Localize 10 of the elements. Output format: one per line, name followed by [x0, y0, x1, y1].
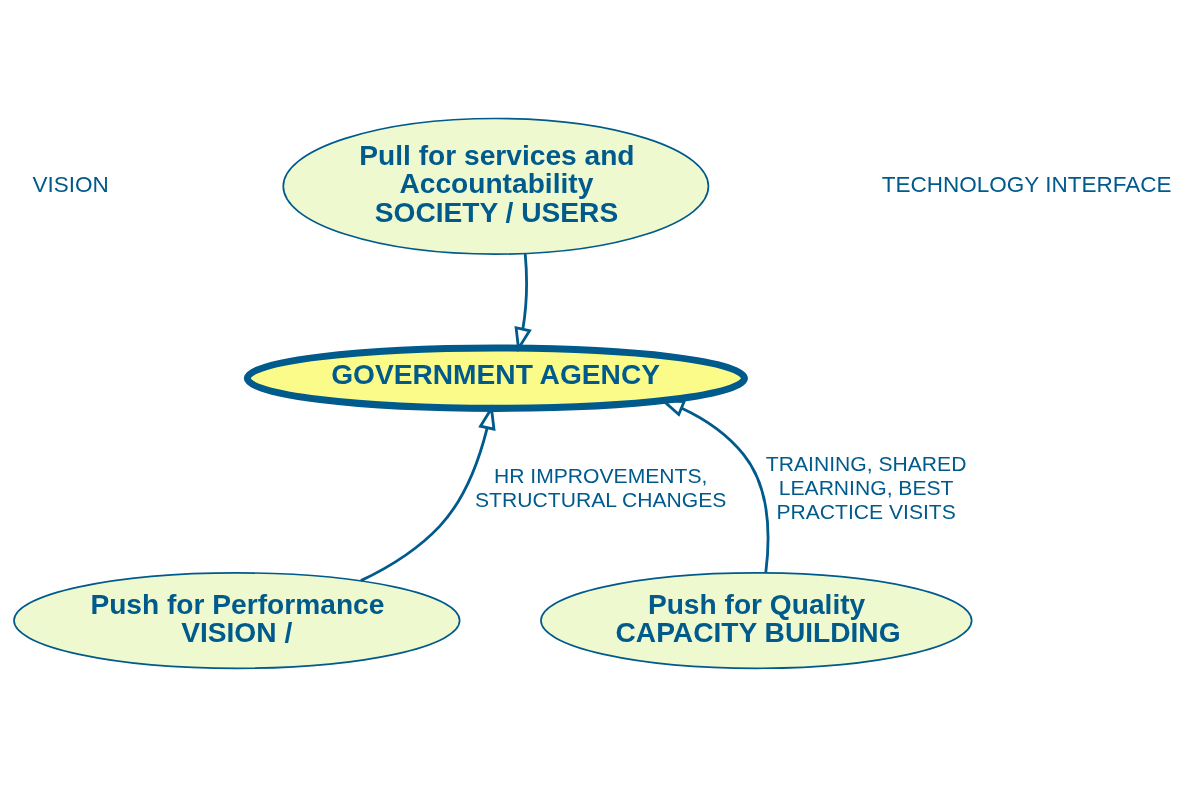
arrow [514, 253, 532, 353]
label: TECHNOLOGY INTERFACE [881, 171, 1172, 197]
edge-label: HR IMPROVEMENTS, STRUCTURAL CHANGES [475, 464, 727, 512]
node-ellipse: Push for Performance VISION / [13, 572, 461, 670]
arrow [360, 404, 496, 582]
node-ellipse: GOVERNMENT AGENCY [243, 344, 748, 412]
edge-label: TRAINING, SHARED LEARNING, BEST PRACTICE VISITS [765, 452, 967, 524]
node-ellipse: Push for Quality CAPACITY BUILDING [540, 572, 973, 670]
node-ellipse: Pull for services and Accountability SOCIETY / USERS [282, 117, 710, 255]
label: VISION [32, 171, 109, 197]
